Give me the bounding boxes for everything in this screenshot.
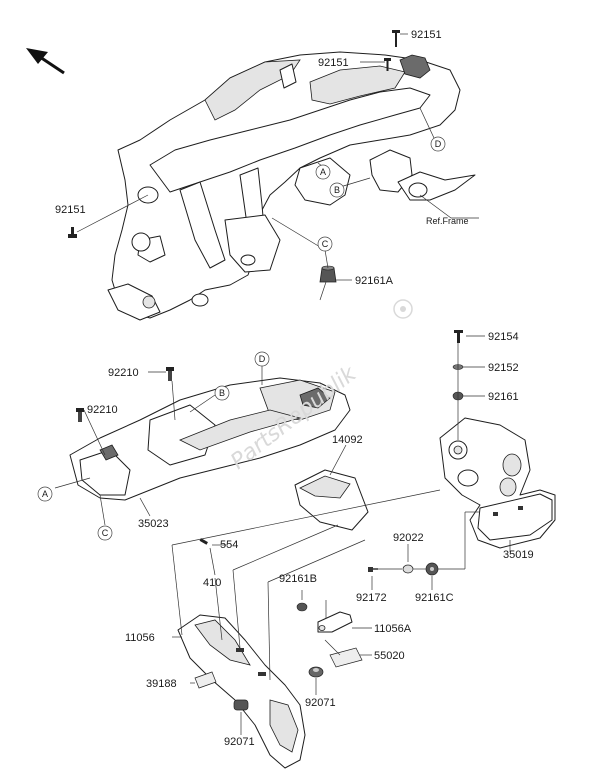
screw-92172 [368, 567, 378, 572]
bolt-92151-left [68, 227, 77, 238]
svg-text:B: B [334, 185, 340, 195]
grommet-92071-right [308, 666, 324, 678]
bolt-92154 [454, 330, 463, 343]
svg-text:D: D [435, 139, 442, 149]
label-92152: 92152 [488, 362, 519, 374]
label-92151-left: 92151 [55, 204, 86, 216]
circle-ref-d-mid: D [254, 351, 270, 367]
label-554: 554 [220, 539, 238, 551]
grommet-92161b [296, 602, 308, 612]
label-35023: 35023 [138, 518, 169, 530]
label-92161: 92161 [488, 391, 519, 403]
circle-ref-b-top: B [329, 182, 345, 198]
label-39188: 39188 [146, 678, 177, 690]
label-39188 [194, 671, 217, 689]
label-92071-right: 92071 [305, 697, 336, 709]
circle-ref-c-top: C [317, 236, 333, 252]
label-92161b: 92161B [279, 573, 317, 585]
license-bracket-35019 [439, 417, 556, 549]
svg-text:B: B [219, 388, 225, 398]
label-ref-frame: Ref.Frame [426, 216, 469, 226]
svg-text:D: D [259, 354, 266, 364]
label-92151-top: 92151 [411, 29, 442, 41]
label-92071-left: 92071 [224, 736, 255, 748]
svg-text:A: A [320, 167, 326, 177]
label-55020: 55020 [374, 650, 405, 662]
grommet-92161a [319, 265, 337, 283]
circle-ref-b-mid: B [214, 385, 230, 401]
label-11056: 11056 [125, 632, 155, 644]
label-92210-upper: 92210 [108, 367, 139, 379]
label-92151-mid: 92151 [318, 57, 349, 69]
bolt-92151-top [392, 30, 400, 47]
bolt-92151-mid [384, 58, 391, 71]
circle-ref-a-top: A [315, 164, 331, 180]
bracket-11056a [317, 611, 353, 633]
rear-fender-11056 [177, 614, 306, 769]
label-11056a: 11056A [374, 623, 412, 635]
bracket-14092 [294, 469, 369, 531]
grommet-92071-left [233, 699, 249, 711]
label-410: 410 [203, 577, 221, 589]
svg-text:C: C [322, 239, 329, 249]
circle-ref-d-top: D [430, 136, 446, 152]
label-35019: 35019 [503, 549, 534, 561]
label-92161a: 92161A [355, 275, 394, 287]
label-92022: 92022 [393, 532, 424, 544]
grommet-92161c [425, 562, 439, 576]
svg-text:A: A [42, 489, 48, 499]
circle-ref-c-bot: C [97, 525, 113, 541]
svg-text:C: C [102, 528, 109, 538]
label-92210-lower: 92210 [87, 404, 118, 416]
pad-55020 [329, 647, 363, 668]
label-92161c: 92161C [415, 592, 454, 604]
main-frame [107, 51, 476, 321]
label-92172: 92172 [356, 592, 387, 604]
label-14092: 14092 [332, 434, 363, 446]
bolt-92210-upper [166, 367, 174, 381]
label-92154: 92154 [488, 331, 519, 343]
circle-ref-a-bot: A [37, 486, 53, 502]
tail-cover-35023 [69, 377, 351, 501]
clip-554 [199, 538, 208, 545]
bolt-92210-lower [76, 408, 84, 422]
collar-92022 [402, 564, 414, 574]
arrow-up-left-icon [26, 48, 65, 75]
